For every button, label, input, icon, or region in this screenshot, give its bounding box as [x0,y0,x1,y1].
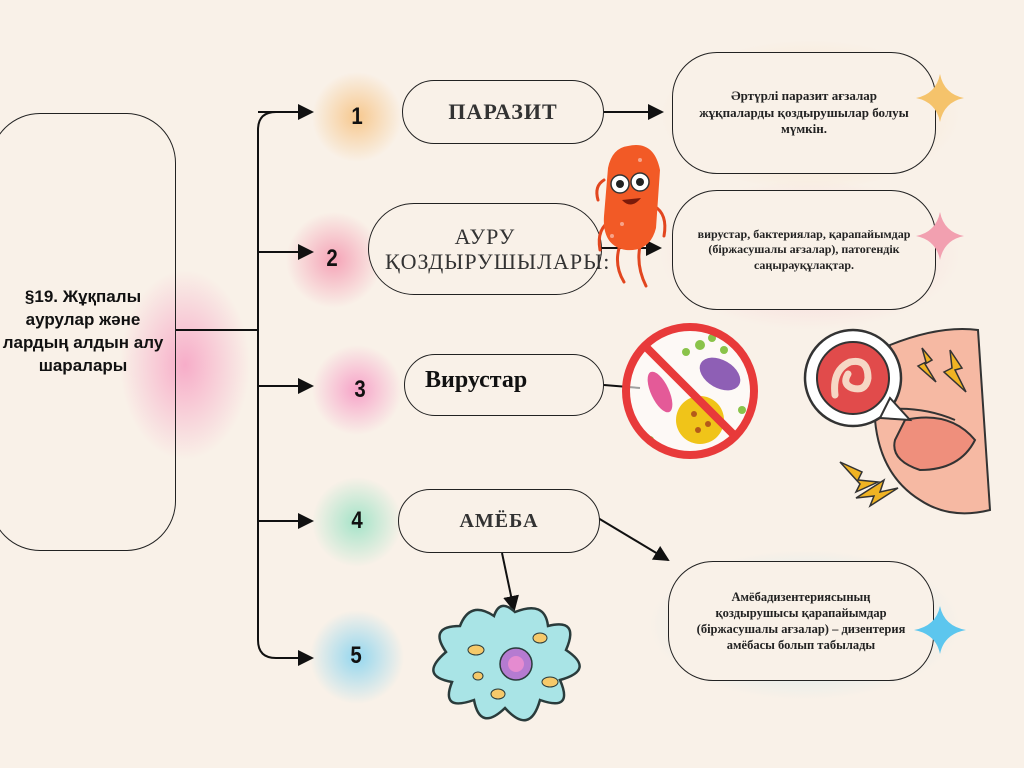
info-box-pathogens: вирустар, бактериялар, қарапайымдар (бір… [672,190,936,310]
main-title: §19. Жұқпалы аурулар және лардың алдын а… [2,287,164,375]
node-2-number: 2 [326,245,338,272]
node-3-number: 3 [354,376,366,403]
node-1-number: 1 [351,103,363,130]
node-3-label: Вирустар [425,366,528,393]
node-1-glow [312,72,402,162]
node-4-pill: АМЁБА [398,489,600,553]
node-4-glow [312,477,402,567]
info-box-parasite: Әртүрлі паразит ағзалар жұқпаларды қозды… [672,52,936,174]
info-text-pathogens: вирустар, бактериялар, қарапайымдар (бір… [697,226,911,272]
info-box-amoeba: Амёбадизентериясының қоздырушысы қарапай… [668,561,934,681]
node-5-number: 5 [350,642,362,669]
info-text-parasite: Әртүрлі паразит ағзалар жұқпаларды қозды… [699,87,909,137]
node-4-label: АМЁБА [459,509,539,532]
node-2-label: АУРУ ҚОЗДЫРУШЫЛАРЫ: [385,223,611,274]
main-title-box: §19. Жұқпалы аурулар және лардың алдын а… [0,113,176,551]
node-2-pill: АУРУ ҚОЗДЫРУШЫЛАРЫ: [368,203,611,295]
node-1-pill: ПАРАЗИТ [402,80,604,144]
node-5-glow [310,610,404,704]
node-1-label: ПАРАЗИТ [448,99,558,124]
node-3-pill: Вирустар [404,354,604,416]
node-4-number: 4 [351,507,363,534]
node-2-glow [286,212,382,308]
title-glow [120,270,250,460]
info-text-amoeba: Амёбадизентериясының қоздырушысы қарапай… [696,589,906,653]
node-3-glow [312,345,402,435]
